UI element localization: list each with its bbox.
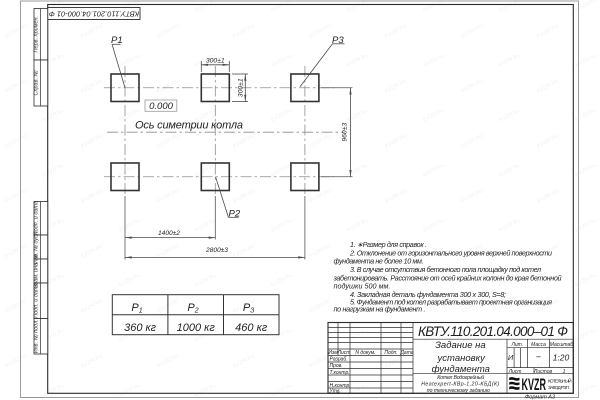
svg-text:Задание на: Задание на [435,340,486,351]
svg-text:установку: установку [437,353,487,364]
svg-text:Пров.: Пров. [330,363,343,369]
svg-text:Перв. примен.: Перв. примен. [34,16,40,53]
svg-text:Дата: Дата [399,350,413,356]
svg-text:Масса: Масса [531,342,546,348]
svg-text:Т.контр.: Т.контр. [330,370,350,376]
svg-text:1:20: 1:20 [553,353,570,363]
svg-text:Р2: Р2 [187,302,198,315]
svg-text:–: – [535,352,541,361]
svg-text:5. Фундамент под котел разраб: 5. Фундамент под котел разрабатывает про… [350,297,552,306]
svg-text:0.000: 0.000 [149,101,173,112]
svg-text:Подп. и дата: Подп. и дата [34,201,40,235]
svg-text:460 кг: 460 кг [235,322,268,334]
svg-text:Взам. инв. №: Взам. инв. № [34,254,40,288]
svg-text:по техническому заданию: по техническому заданию [427,388,490,394]
svg-text:2800±3: 2800±3 [205,247,228,254]
svg-text:Лит.: Лит. [510,342,523,348]
svg-text:Р3: Р3 [243,302,254,315]
svg-text:Р1: Р1 [111,35,123,46]
svg-text:360 кг: 360 кг [124,322,157,334]
svg-text:Лист: Лист [508,369,522,375]
svg-text:Листов: Листов [533,369,553,375]
svg-text:Heatexpert-КВр-1,20-КБД(К): Heatexpert-КВр-1,20-КБД(К) [421,382,499,388]
svg-text:N докум.: N докум. [355,350,375,356]
svg-text:Р1: Р1 [131,302,142,315]
svg-text:960±3: 960±3 [342,123,349,142]
svg-text:КОТЕЛЬНЫЙ: КОТЕЛЬНЫЙ [548,376,572,383]
svg-text:КВТУ.110.201.04.000-01 Ф: КВТУ.110.201.04.000-01 Ф [49,10,139,19]
svg-text:Лист: Лист [337,350,351,356]
svg-text:подушки 500 мм.: подушки 500 мм. [334,282,391,291]
svg-text:4. Закладная деталь фундамент: 4. Закладная деталь фундамента 300 х 300… [350,290,506,299]
svg-text:1: 1 [563,369,566,375]
svg-text:Масштаб: Масштаб [550,342,574,348]
svg-text:КВТУ.110.201.04.000–01 Ф: КВТУ.110.201.04.000–01 Ф [418,324,568,339]
svg-text:Р3: Р3 [332,35,344,46]
svg-text:3. В случае отсутствия бетонн: 3. В случае отсутствия бетонного пола пл… [350,265,541,274]
svg-text:Подп.: Подп. [384,350,397,356]
svg-text:Формат А3: Формат А3 [525,394,556,400]
svg-text:Инв. № дубл.: Инв. № дубл. [34,230,40,264]
svg-text:Котел Водогрейный: Котел Водогрейный [437,374,484,381]
svg-text:Изм: Изм [328,350,338,356]
svg-text:ЗАВОД РЭП: ЗАВОД РЭП [548,385,569,390]
svg-text:1. ∗Размер для справок .: 1. ∗Размер для справок . [350,240,427,249]
svg-text:Разраб.: Разраб. [330,357,348,363]
svg-text:Справ. №: Справ. № [34,70,40,95]
svg-text:Утв.: Утв. [330,388,341,394]
svg-text:Н.контр.: Н.контр. [330,383,351,389]
svg-text:фундамента: фундамента [432,364,490,375]
svg-text:300±1: 300±1 [237,78,244,97]
svg-text:1400±2: 1400±2 [158,230,180,237]
svg-text:Подп. и дата: Подп. и дата [34,283,40,317]
svg-text:фундамента не более 10 мм.: фундамента не более 10 мм. [334,257,424,266]
svg-text:KVZR: KVZR [522,376,547,394]
svg-text:Р2: Р2 [229,208,241,219]
svg-text:по нагрузкам на фундамент .: по нагрузкам на фундамент . [334,305,426,314]
svg-text:Ось симетрии котла: Ось симетрии котла [135,120,243,132]
svg-text:Инв. № подл.: Инв. № подл. [34,319,40,353]
svg-text:300±1: 300±1 [206,58,225,65]
svg-text:1000 кг: 1000 кг [177,322,216,334]
svg-text:И: И [508,353,514,362]
svg-text:забетонировать. Расстояние от: забетонировать. Расстояние от осей крайн… [333,273,562,282]
svg-text:2. Отклонение от горизонтальн: 2. Отклонение от горизонтального уровня … [349,248,552,257]
